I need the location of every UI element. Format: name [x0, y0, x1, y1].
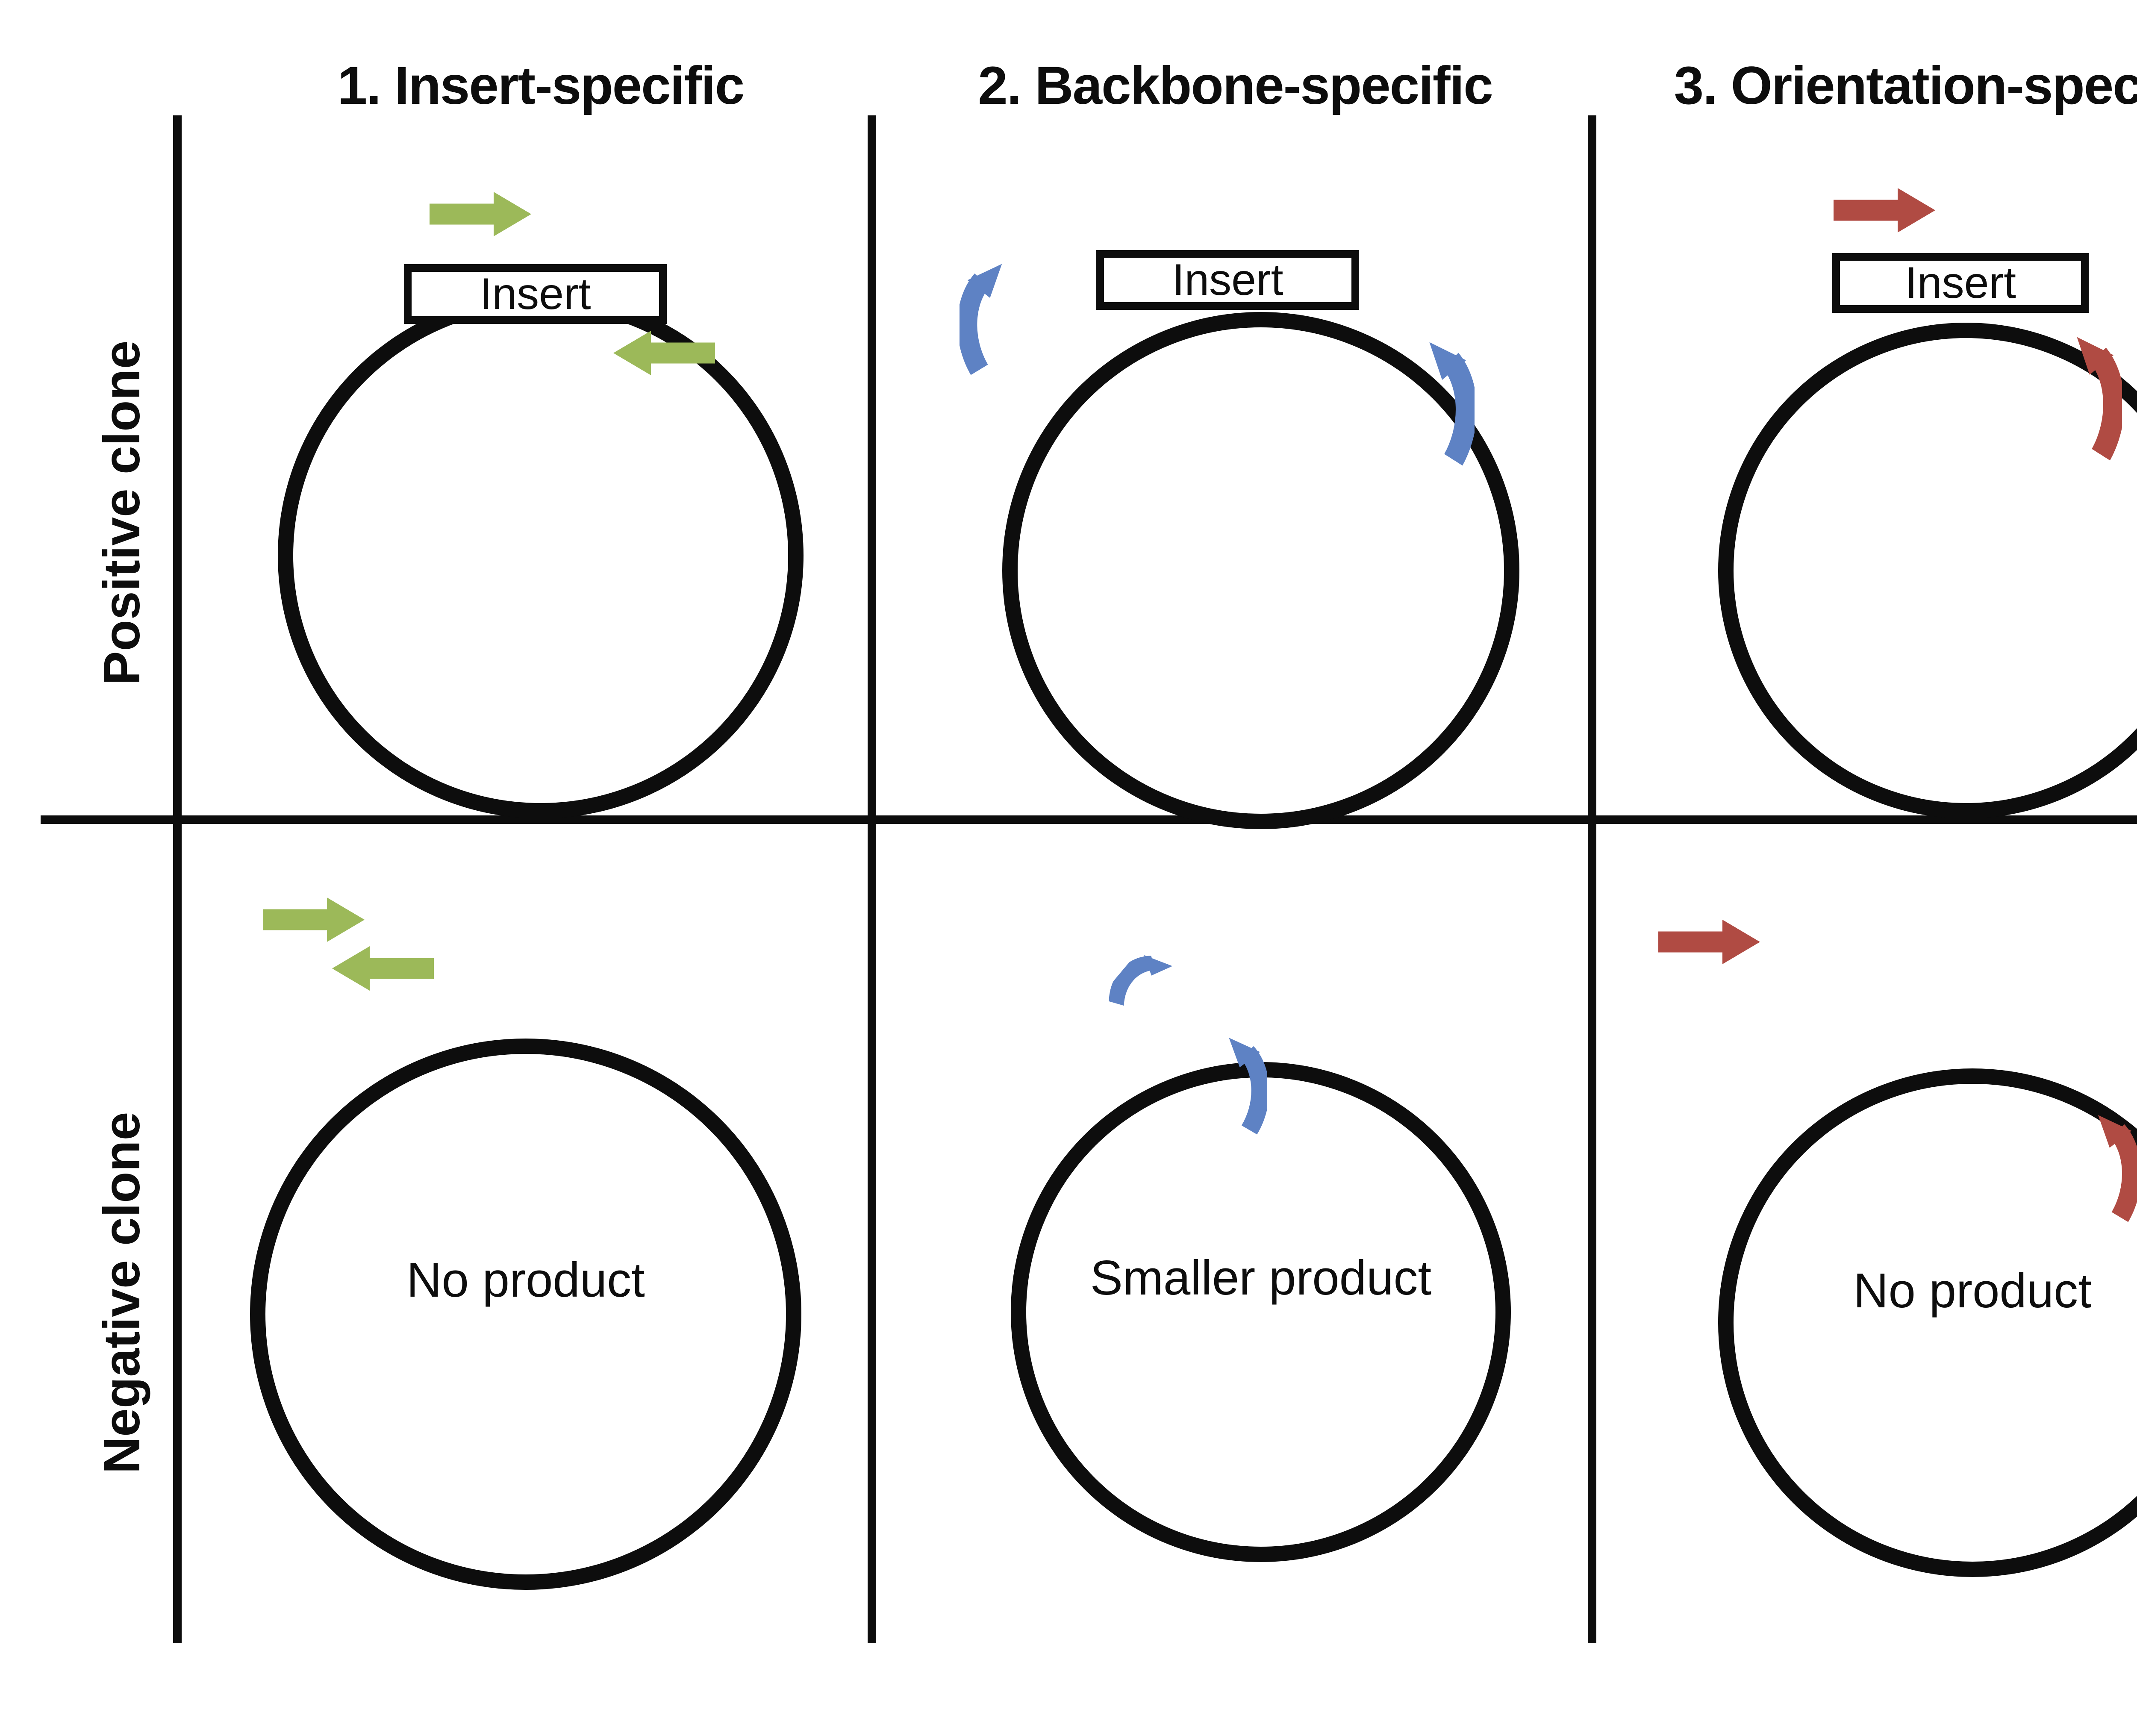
green-reverse-primer-arrow-icon [612, 330, 715, 376]
red-forward-primer-arrow-icon [1658, 919, 1761, 965]
blue-backbone-primer-curved-arrow-icon [1404, 338, 1475, 466]
insert-box-col1: Insert [404, 264, 667, 324]
row-label-positive-clone: Positive clone [93, 340, 150, 686]
plasmid-circle-negative-orientation [1718, 1068, 2137, 1577]
insert-label: Insert [480, 269, 591, 319]
insert-label: Insert [1904, 258, 2016, 308]
column-header-insert-specific: 1. Insert-specific [337, 56, 745, 115]
column-divider-2 [1588, 115, 1596, 1643]
blue-backbone-primer-curved-arrow-icon [960, 260, 1026, 375]
red-reverse-primer-curved-arrow-icon [2075, 1111, 2137, 1222]
row-label-negative-clone: Negative clone [93, 1112, 150, 1474]
insert-box-col3: Insert [1832, 253, 2089, 313]
plasmid-circle-negative-insert [250, 1039, 801, 1590]
result-smaller-product: Smaller product [1090, 1251, 1432, 1305]
green-forward-primer-arrow-icon [263, 897, 365, 943]
plasmid-circle-positive-insert [278, 293, 804, 818]
insert-box-col2: Insert [1096, 250, 1359, 310]
green-reverse-primer-arrow-icon [331, 945, 434, 992]
row-label-divider-line [173, 115, 182, 1643]
column-header-orientation-specific: 3. Orientation-specific [1674, 56, 2137, 115]
blue-backbone-primer-curved-arrow-icon [1207, 1034, 1267, 1135]
red-reverse-primer-curved-arrow-icon [2052, 332, 2122, 461]
blue-backbone-primer-curved-arrow-icon [1101, 942, 1189, 1031]
column-divider-1 [868, 115, 876, 1643]
column-header-backbone-specific: 2. Backbone-specific [978, 56, 1493, 115]
plasmid-circle-negative-backbone [1011, 1062, 1511, 1562]
red-forward-primer-arrow-icon [1834, 187, 1936, 233]
row-divider [41, 815, 2137, 824]
result-no-product-insert: No product [406, 1253, 645, 1307]
result-no-product-orientation: No product [1853, 1263, 2092, 1318]
insert-label: Insert [1172, 255, 1283, 305]
green-forward-primer-arrow-icon [430, 191, 532, 237]
